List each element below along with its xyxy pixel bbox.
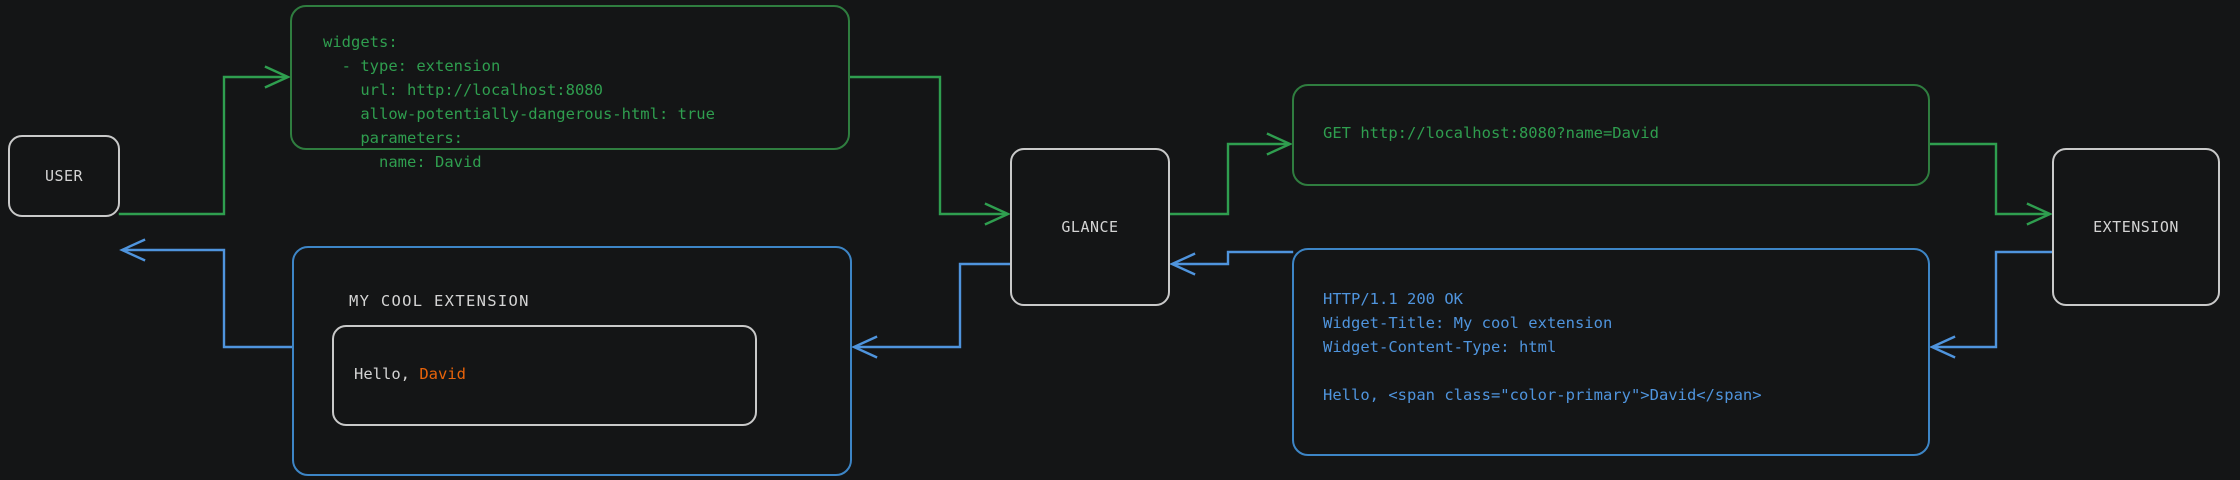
message-box-yaml-config[interactable]: widgets: - type: extension url: http://l…: [290, 5, 850, 171]
rendered-widget-greeting-prefix: Hello,: [354, 365, 420, 383]
edge-rendered-widget-to-user: [119, 238, 294, 349]
http-response-code: HTTP/1.1 200 OK Widget-Title: My cool ex…: [1323, 290, 1762, 404]
http-request-code: GET http://localhost:8080?name=David: [1323, 124, 1659, 142]
edge-http-response-to-glance: [1169, 250, 1294, 276]
node-glance[interactable]: GLANCE: [1010, 148, 1170, 306]
edge-user-to-yaml-config: [118, 65, 291, 216]
edge-extension-to-http-response: [1929, 250, 2054, 359]
rendered-widget-title: MY COOL EXTENSION: [349, 292, 530, 310]
yaml-config-code: widgets: - type: extension url: http://l…: [323, 33, 715, 171]
node-extension-label: EXTENSION: [2093, 218, 2179, 236]
rendered-widget-card: Hello, David: [332, 325, 757, 426]
edge-http-request-to-extension: [1928, 142, 2053, 226]
node-glance-label: GLANCE: [1061, 218, 1119, 236]
rendered-widget-greeting-name: David: [419, 365, 466, 383]
edge-yaml-config-to-glance: [848, 75, 1011, 226]
edge-glance-to-rendered-widget: [851, 262, 1012, 359]
message-box-http-request[interactable]: GET http://localhost:8080?name=David: [1292, 84, 1930, 186]
edge-glance-to-http-request: [1168, 132, 1293, 216]
message-box-http-response[interactable]: HTTP/1.1 200 OK Widget-Title: My cool ex…: [1292, 248, 1930, 456]
node-user-label: USER: [44, 167, 84, 185]
message-box-rendered-widget[interactable]: MY COOL EXTENSION Hello, David: [292, 246, 852, 476]
node-user[interactable]: USER: [8, 135, 120, 217]
rendered-widget-greeting: Hello, David: [354, 365, 466, 383]
node-extension[interactable]: EXTENSION: [2052, 148, 2220, 306]
